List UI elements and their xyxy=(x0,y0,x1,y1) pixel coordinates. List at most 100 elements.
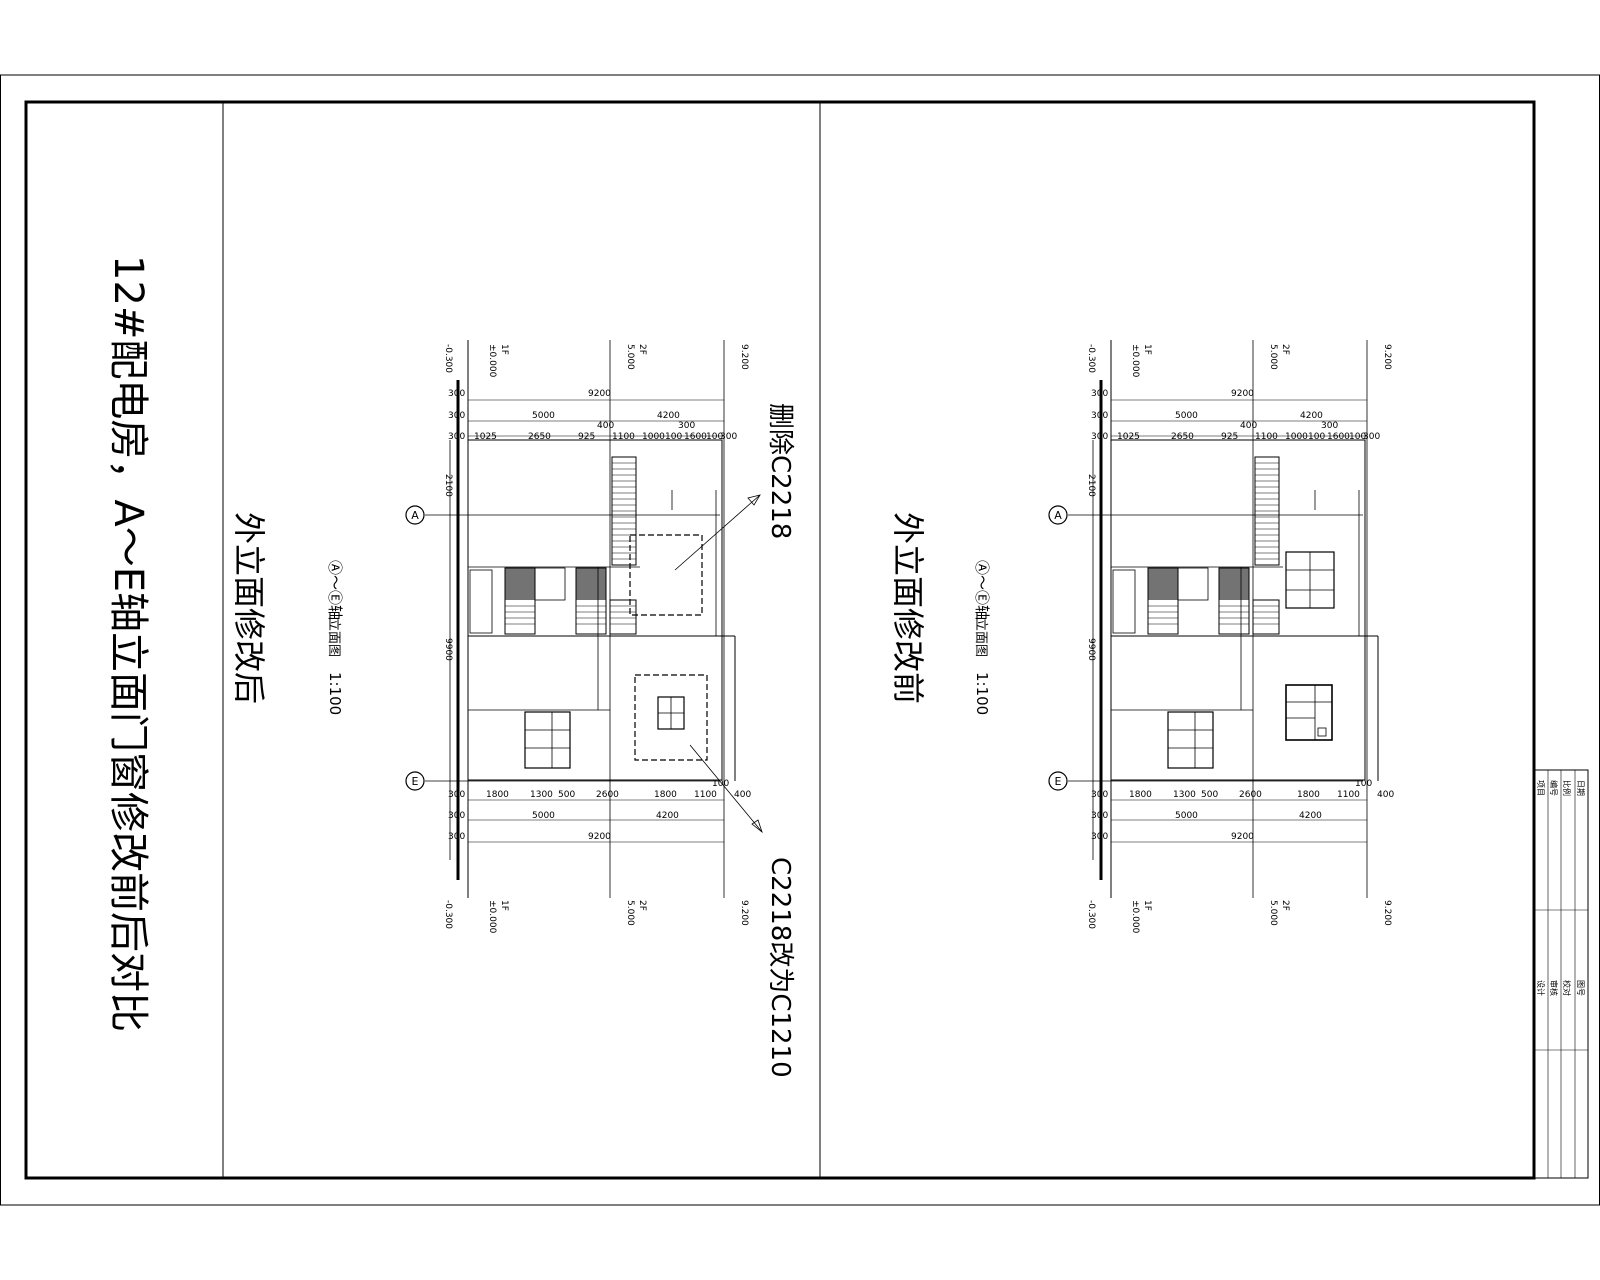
svg-text:5.000: 5.000 xyxy=(625,344,635,370)
caption-name: 立面图 xyxy=(326,618,341,657)
svg-text:1:100: 1:100 xyxy=(973,672,991,715)
svg-text:5.000: 5.000 xyxy=(625,900,635,926)
panel-after: 外立面修改后 Ⓐ～Ⓔ轴 立面图 1:100 xyxy=(230,340,795,1078)
svg-text:2650: 2650 xyxy=(1171,432,1194,442)
level-marks-top: -0.300 1F ±0.000 2F 5.000 9.200 xyxy=(443,344,749,378)
svg-text:1800: 1800 xyxy=(654,790,677,800)
svg-text:2F: 2F xyxy=(637,900,647,911)
svg-text:2600: 2600 xyxy=(596,790,619,800)
svg-text:1800: 1800 xyxy=(486,790,509,800)
bottom-dimensions xyxy=(468,799,724,843)
svg-text:300: 300 xyxy=(1091,411,1108,421)
caption-before: Ⓐ～Ⓔ轴 立面图 1:100 xyxy=(973,560,991,715)
svg-text:A: A xyxy=(1054,509,1062,522)
svg-text:300: 300 xyxy=(1091,389,1108,399)
caption-after: Ⓐ～Ⓔ轴 立面图 1:100 xyxy=(326,560,344,715)
svg-text:1000: 1000 xyxy=(642,432,665,442)
svg-text:-0.300: -0.300 xyxy=(1086,344,1096,373)
svg-text:925: 925 xyxy=(578,432,595,442)
axis-a-bubble xyxy=(405,505,425,525)
svg-text:设计: 设计 xyxy=(1536,980,1546,996)
level-marks-bottom: -0.300 1F ±0.000 2F 5.000 9.200 xyxy=(443,900,749,934)
svg-text:1025: 1025 xyxy=(1117,432,1140,442)
elevation-after: 删除C2218 C2218改为C1210 A E 300 300 300 920… xyxy=(405,340,795,1078)
heading-after: 外立面修改后 xyxy=(230,512,268,704)
changed-window-cloud xyxy=(634,674,708,761)
svg-text:4200: 4200 xyxy=(1300,411,1323,421)
svg-text:-0.300: -0.300 xyxy=(443,900,453,929)
svg-text:9.200: 9.200 xyxy=(1382,344,1392,370)
svg-text:1600: 1600 xyxy=(684,432,707,442)
note-remove: 删除C2218 xyxy=(765,403,795,539)
svg-text:300: 300 xyxy=(1091,790,1108,800)
svg-text:4200: 4200 xyxy=(1299,811,1322,821)
svg-text:1F: 1F xyxy=(499,344,509,355)
svg-text:4200: 4200 xyxy=(656,811,679,821)
svg-text:5.000: 5.000 xyxy=(1268,900,1278,926)
svg-text:±0.000: ±0.000 xyxy=(1130,344,1140,378)
svg-text:100: 100 xyxy=(1349,432,1366,442)
svg-text:300: 300 xyxy=(448,389,465,399)
svg-text:1100: 1100 xyxy=(1255,432,1278,442)
svg-text:5000: 5000 xyxy=(1175,811,1198,821)
svg-text:1025: 1025 xyxy=(474,432,497,442)
svg-text:E: E xyxy=(1055,775,1062,788)
panel-before: 外立面修改前 Ⓐ～Ⓔ轴 立面图 1:100 xyxy=(889,340,1394,934)
top-dimensions xyxy=(468,399,724,437)
heading-before: 外立面修改前 xyxy=(889,512,927,704)
svg-text:2F: 2F xyxy=(1280,344,1290,355)
svg-text:1800: 1800 xyxy=(1297,790,1320,800)
svg-text:2F: 2F xyxy=(1280,900,1290,911)
svg-text:100: 100 xyxy=(1308,432,1325,442)
svg-text:1300: 1300 xyxy=(530,790,553,800)
svg-text:2650: 2650 xyxy=(528,432,551,442)
svg-text:300: 300 xyxy=(448,811,465,821)
svg-text:9200: 9200 xyxy=(588,389,611,399)
svg-text:100: 100 xyxy=(1355,779,1372,789)
svg-text:300: 300 xyxy=(1091,832,1108,842)
svg-text:300: 300 xyxy=(720,432,737,442)
svg-text:2100: 2100 xyxy=(1086,474,1096,497)
svg-text:1800: 1800 xyxy=(1129,790,1152,800)
inner-frame xyxy=(24,100,1536,1180)
removed-window-cloud xyxy=(629,534,703,616)
svg-text:2100: 2100 xyxy=(443,474,453,497)
svg-text:9.200: 9.200 xyxy=(739,344,749,370)
svg-text:500: 500 xyxy=(1201,790,1218,800)
svg-text:5000: 5000 xyxy=(1175,411,1198,421)
svg-text:-0.300: -0.300 xyxy=(1086,900,1096,929)
svg-text:5000: 5000 xyxy=(532,411,555,421)
svg-text:100: 100 xyxy=(706,432,723,442)
svg-text:±0.000: ±0.000 xyxy=(487,900,497,934)
svg-text:300: 300 xyxy=(1091,811,1108,821)
svg-text:审核: 审核 xyxy=(1549,980,1559,996)
svg-text:4200: 4200 xyxy=(657,411,680,421)
axis-a-label: A xyxy=(411,509,419,522)
axis-e-bubble xyxy=(405,771,425,791)
svg-text:9.200: 9.200 xyxy=(739,900,749,926)
svg-text:5.000: 5.000 xyxy=(1268,344,1278,370)
sheet-title: 12#配电房，A～E轴立面门窗修改前后对比 xyxy=(105,255,151,1032)
svg-text:9200: 9200 xyxy=(1231,389,1254,399)
svg-text:1F: 1F xyxy=(1142,900,1152,911)
svg-text:日期: 日期 xyxy=(1576,780,1585,796)
svg-text:1F: 1F xyxy=(499,900,509,911)
svg-text:400: 400 xyxy=(1240,421,1257,431)
note-change: C2218改为C1210 xyxy=(765,857,795,1078)
svg-text:1100: 1100 xyxy=(694,790,717,800)
svg-text:1100: 1100 xyxy=(612,432,635,442)
svg-text:比例: 比例 xyxy=(1562,780,1572,796)
svg-text:±0.000: ±0.000 xyxy=(487,344,497,378)
svg-text:1100: 1100 xyxy=(1337,790,1360,800)
svg-text:Ⓐ～Ⓔ轴: Ⓐ～Ⓔ轴 xyxy=(973,560,991,620)
svg-text:1300: 1300 xyxy=(1173,790,1196,800)
svg-text:400: 400 xyxy=(734,790,751,800)
svg-text:1F: 1F xyxy=(1142,344,1152,355)
svg-text:400: 400 xyxy=(597,421,614,431)
svg-text:100: 100 xyxy=(712,779,729,789)
svg-text:300: 300 xyxy=(448,411,465,421)
svg-text:1600: 1600 xyxy=(1327,432,1350,442)
svg-text:图号: 图号 xyxy=(1576,980,1585,996)
svg-text:9900: 9900 xyxy=(443,638,453,661)
